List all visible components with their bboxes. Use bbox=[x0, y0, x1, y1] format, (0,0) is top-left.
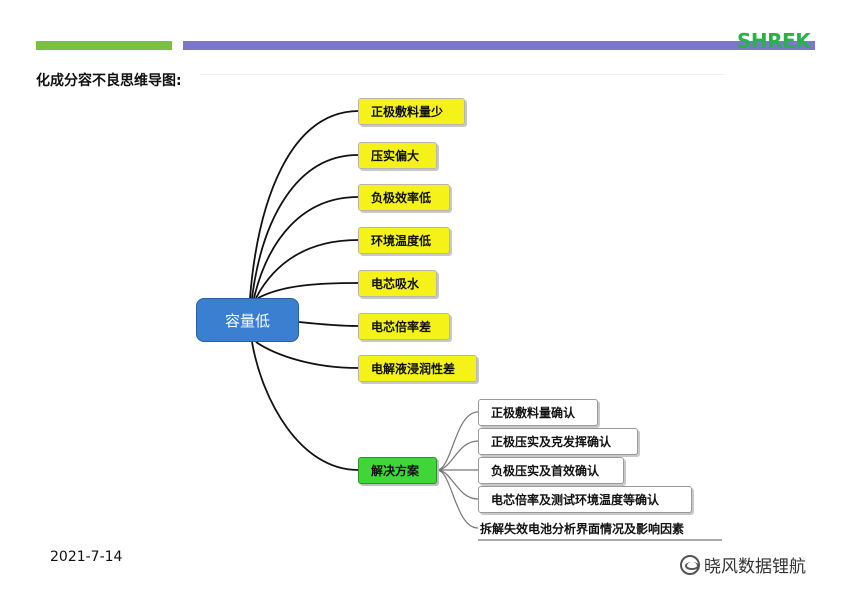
solution-node: 解决方案 bbox=[358, 457, 437, 484]
link-cause-6 bbox=[298, 321, 359, 327]
solution-item: 拆解失效电池分析界面情况及影响因素 bbox=[480, 522, 685, 536]
link-cause-4 bbox=[255, 239, 359, 299]
link-solution bbox=[251, 341, 359, 471]
link-cause-1 bbox=[249, 110, 359, 299]
cause-node: 正极敷料量少 bbox=[358, 98, 465, 125]
watermark-text: 晓风数据锂航 bbox=[704, 557, 806, 577]
cause-node: 电解液浸润性差 bbox=[358, 355, 477, 382]
link-sol-1 bbox=[436, 411, 479, 471]
logo: SHREK bbox=[737, 29, 811, 53]
solution-item: 负极压实及首效确认 bbox=[478, 457, 624, 484]
cause-node: 压实偏大 bbox=[358, 142, 437, 169]
link-sol-5 bbox=[436, 469, 479, 529]
header-bar-purple bbox=[183, 41, 815, 50]
link-cause-5 bbox=[257, 282, 359, 299]
slide-date: 2021-7-14 bbox=[50, 549, 123, 565]
header-bar-green bbox=[36, 41, 172, 50]
link-sol-2 bbox=[436, 440, 479, 471]
cause-node: 负极效率低 bbox=[358, 184, 450, 211]
cause-node: 电芯倍率差 bbox=[358, 313, 450, 340]
solution-item: 正极敷料量确认 bbox=[478, 399, 598, 426]
solution-item: 电芯倍率及测试环境温度等确认 bbox=[478, 486, 692, 513]
link-cause-7 bbox=[255, 341, 359, 369]
divider bbox=[200, 74, 725, 75]
cause-node: 环境温度低 bbox=[358, 227, 450, 254]
solution-item: 正极压实及克发挥确认 bbox=[478, 428, 638, 455]
cause-node: 电芯吸水 bbox=[358, 270, 437, 297]
link-cause-2 bbox=[251, 154, 359, 299]
root-node: 容量低 bbox=[196, 298, 299, 342]
watermark: 晓风数据锂航 bbox=[680, 552, 806, 577]
link-cause-3 bbox=[253, 196, 359, 299]
wechat-icon bbox=[680, 554, 700, 575]
page-title: 化成分容不良思维导图: bbox=[36, 73, 182, 89]
